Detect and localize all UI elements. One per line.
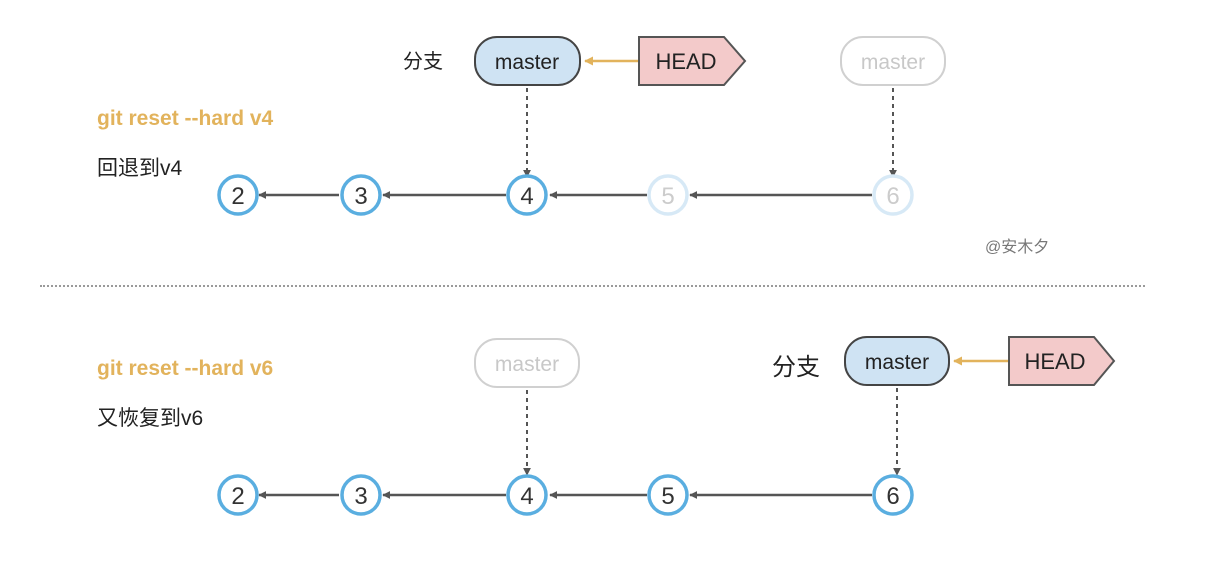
bottom-branch-label: 分支 <box>772 354 820 381</box>
bottom-node-6 <box>872 474 914 516</box>
top-node-6-label: 6 <box>886 183 899 210</box>
bottom-ghost-master-text: master <box>495 353 559 376</box>
top-master-branch <box>474 36 581 86</box>
top-node-6 <box>872 174 914 216</box>
section-divider <box>40 285 1145 287</box>
bottom-master-branch-text: master <box>865 351 929 374</box>
top-node-5 <box>647 174 689 216</box>
bottom-ghost-master-branch <box>474 338 580 388</box>
top-node-5-label: 5 <box>661 183 674 210</box>
top-branch-label: 分支 <box>403 51 443 73</box>
top-ghost-master-branch <box>840 36 946 86</box>
bottom-node-5 <box>647 474 689 516</box>
bottom-node-4-label: 4 <box>520 483 533 510</box>
top-node-4-label: 4 <box>520 183 533 210</box>
bottom-command: git reset --hard v6 <box>97 357 274 380</box>
top-node-2 <box>217 174 259 216</box>
top-head-text: HEAD <box>655 49 716 74</box>
bottom-node-6-label: 6 <box>886 483 899 510</box>
bottom-node-2-label: 2 <box>231 483 244 510</box>
top-node-4 <box>506 174 548 216</box>
bottom-description: 又恢复到v6 <box>97 407 204 430</box>
bottom-head-tag <box>1008 336 1116 386</box>
bottom-node-2 <box>217 474 259 516</box>
bottom-node-3-label: 3 <box>354 483 367 510</box>
top-head-tag <box>638 36 747 86</box>
bottom-node-4 <box>506 474 548 516</box>
bottom-master-branch <box>844 336 950 386</box>
top-node-3 <box>340 174 382 216</box>
top-node-2-label: 2 <box>231 183 244 210</box>
top-command: git reset --hard v4 <box>97 107 274 130</box>
bottom-node-3 <box>340 474 382 516</box>
top-description: 回退到v4 <box>97 157 183 180</box>
bottom-node-5-label: 5 <box>661 483 674 510</box>
top-master-branch-text: master <box>495 51 559 74</box>
top-ghost-master-text: master <box>861 51 925 74</box>
top-node-3-label: 3 <box>354 183 367 210</box>
watermark: @安木夕 <box>985 239 1050 256</box>
bottom-head-text: HEAD <box>1024 349 1085 374</box>
